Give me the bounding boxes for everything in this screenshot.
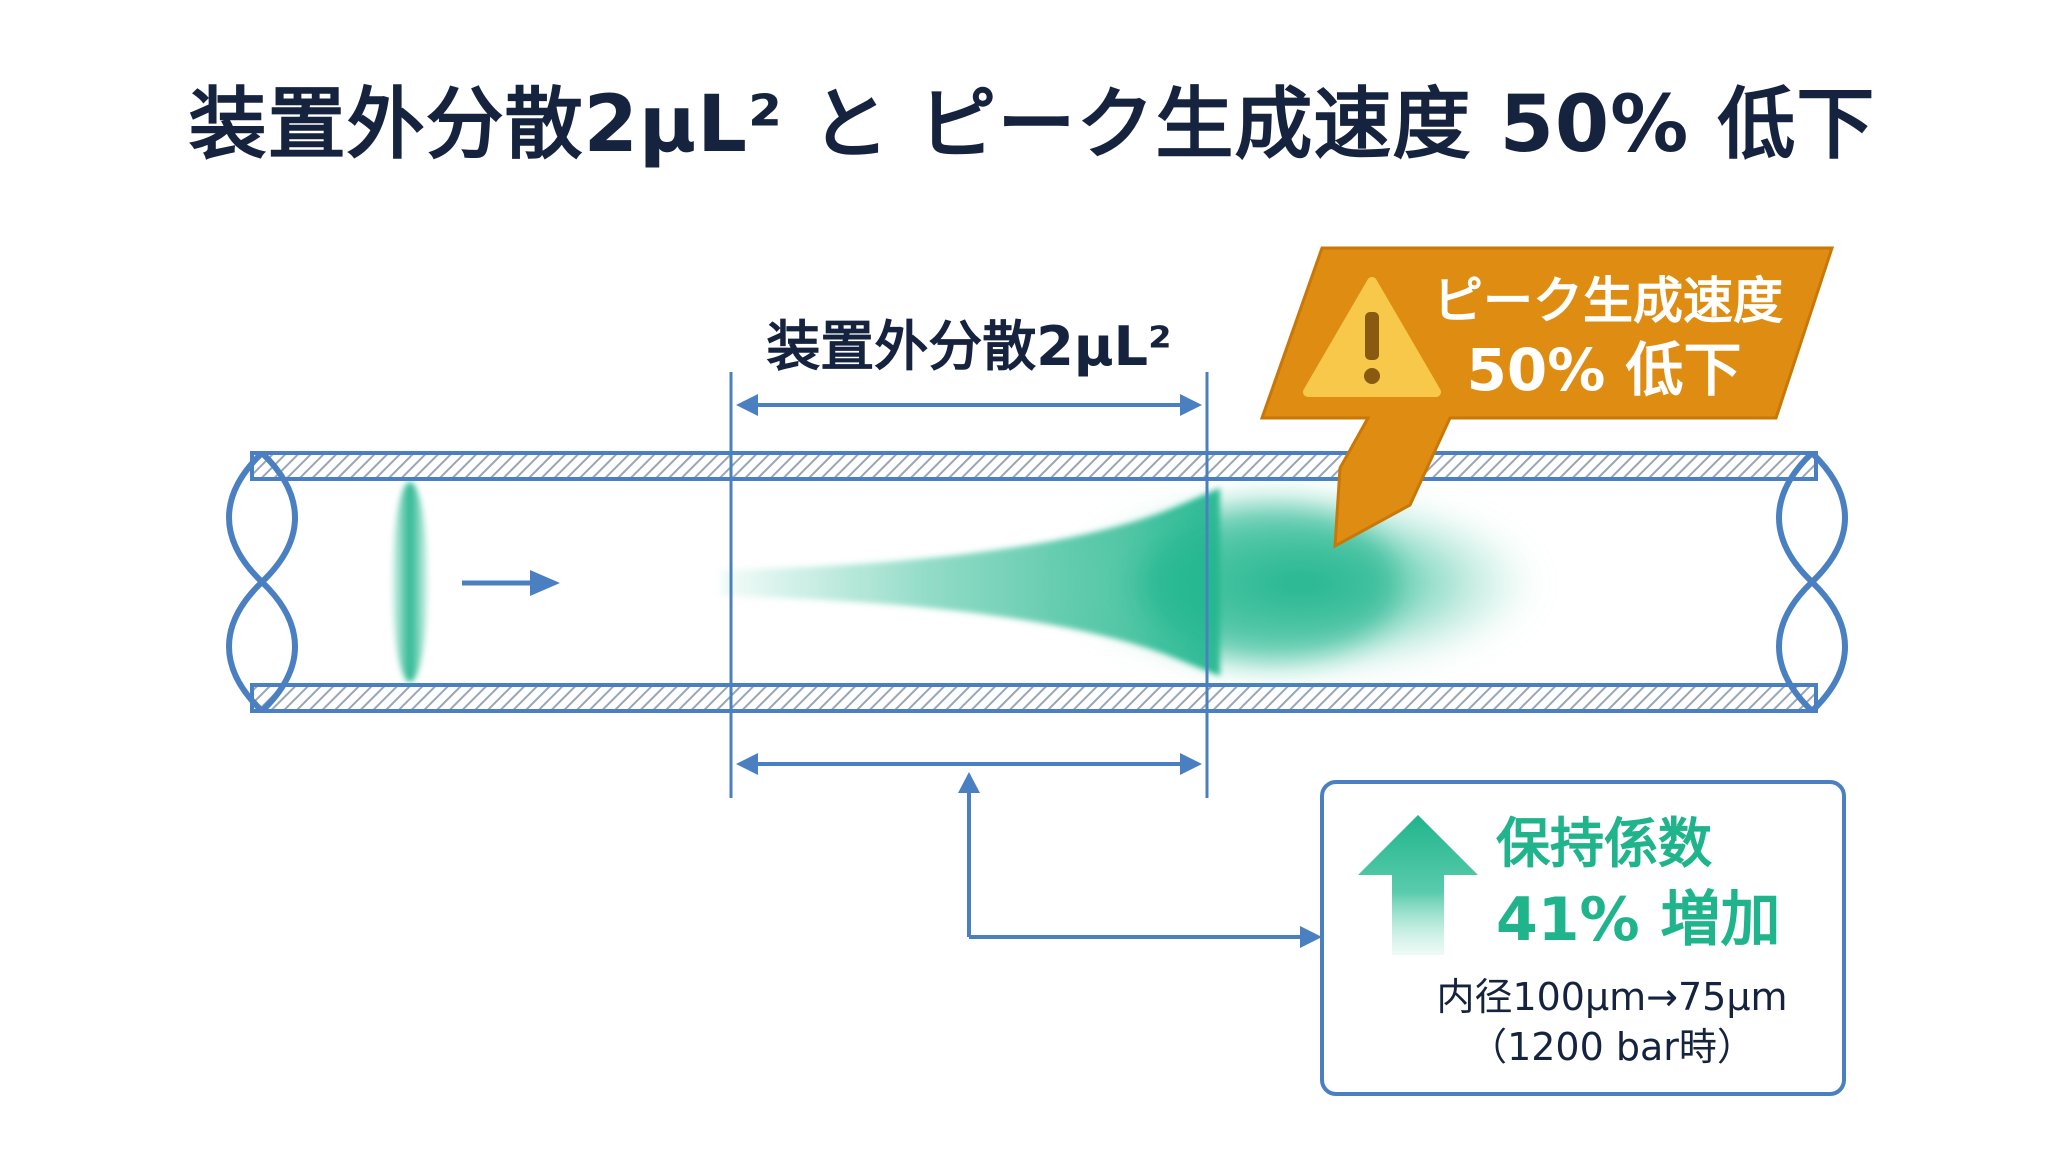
sample-plug bbox=[392, 482, 428, 682]
warning-line2: 50% 低下 bbox=[1466, 336, 1741, 404]
result-line2: 41% 増加 bbox=[1496, 885, 1781, 955]
up-arrow-icon bbox=[1358, 815, 1478, 955]
dimension-arrow-bottom bbox=[736, 753, 1202, 775]
result-box: 保持係数 41% 増加 内径100µm→75µm （1200 bar時） bbox=[1320, 780, 1846, 1096]
tube-wall-bottom bbox=[250, 683, 1818, 713]
warning-line1: ピーク生成速度 bbox=[1433, 272, 1783, 330]
page-title: 装置外分散2µL² と ピーク生成速度 50% 低下 bbox=[188, 80, 1876, 170]
result-note2: （1200 bar時） bbox=[1469, 1025, 1755, 1069]
tube-right-end bbox=[1776, 450, 1848, 714]
result-line1: 保持係数 bbox=[1496, 812, 1712, 875]
flow-arrow-icon bbox=[462, 570, 560, 596]
warning-callout: ピーク生成速度 50% 低下 bbox=[1259, 246, 1835, 549]
dispersed-peak bbox=[720, 488, 1540, 678]
result-note1: 内径100µm→75µm bbox=[1436, 975, 1787, 1019]
dispersion-label: 装置外分散2µL² bbox=[766, 315, 1171, 378]
tube-wall-top bbox=[250, 451, 1818, 481]
warning-triangle-icon bbox=[1303, 277, 1441, 397]
warning-callout-shape bbox=[1262, 248, 1832, 546]
capillary-tube bbox=[226, 450, 1848, 714]
connector-arrow bbox=[958, 772, 1322, 948]
dimension-arrow-top bbox=[736, 394, 1202, 416]
tube-left-end bbox=[226, 450, 298, 714]
